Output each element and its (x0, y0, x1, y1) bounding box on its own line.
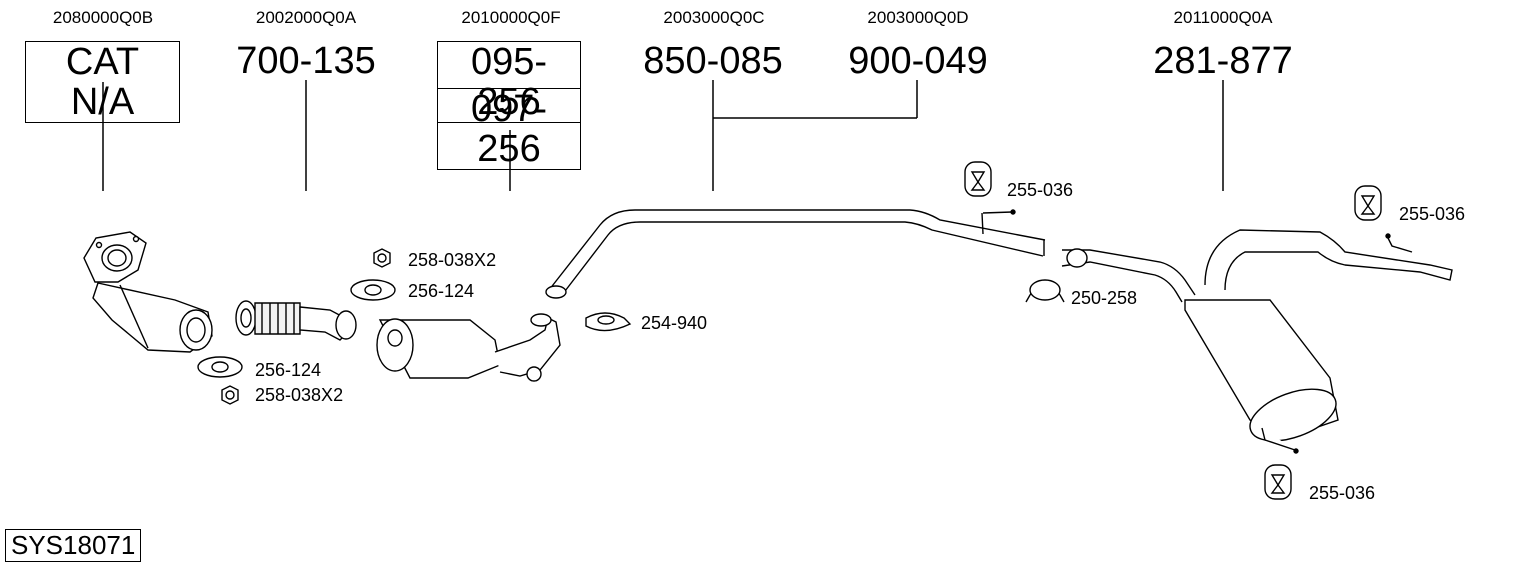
gasket-icon[interactable] (350, 279, 396, 301)
catalyst-part[interactable] (83, 231, 213, 353)
label-clamp-mid: 254-940 (641, 313, 708, 333)
system-id-badge: SYS18071 (5, 529, 142, 562)
clamp-icon[interactable] (585, 312, 632, 332)
hanger-icon[interactable] (1354, 185, 1382, 221)
part-number-catalyst[interactable]: CAT N/A (25, 41, 180, 123)
oe-number-rear-silencer: 2011000Q0A (1173, 8, 1273, 27)
middle-pipe-part[interactable] (545, 209, 1046, 299)
label-clamp-rear: 250-258 (1071, 288, 1138, 308)
label-hanger-mid: 255-036 (1007, 180, 1074, 200)
label-nut-front-bottom: 258-038X2 (255, 385, 344, 405)
label-hanger-rear-top: 255-036 (1399, 204, 1466, 224)
oe-number-catalyst: 2080000Q0B (52, 8, 154, 27)
front-pipe-part[interactable] (235, 300, 357, 341)
front-silencer-part[interactable] (376, 313, 561, 382)
label-gasket-front-top: 256-124 (408, 281, 475, 301)
part-number-front-silencer-alt[interactable]: 097-256 (437, 88, 581, 170)
part-number-middle-pipe[interactable]: 850-085 (643, 40, 783, 82)
oe-number-front-silencer: 2010000Q0F (461, 8, 561, 27)
oe-number-middle-pipe: 2003000Q0C (663, 8, 765, 27)
hanger-icon[interactable] (964, 161, 992, 197)
clamp-icon[interactable] (1025, 279, 1065, 303)
label-gasket-front-bottom: 256-124 (255, 360, 322, 380)
oe-number-middle-pipe-alt: 2003000Q0D (867, 8, 969, 27)
rear-silencer-part[interactable] (1061, 229, 1453, 454)
nut-icon[interactable] (373, 248, 391, 268)
label-hanger-rear-bottom: 255-036 (1309, 483, 1376, 503)
hanger-icon[interactable] (1264, 464, 1292, 500)
nut-icon[interactable] (221, 385, 239, 405)
gasket-icon[interactable] (197, 356, 243, 378)
oe-number-front-pipe: 2002000Q0A (255, 8, 357, 27)
label-nut-front-top: 258-038X2 (408, 250, 497, 270)
part-number-rear-silencer[interactable]: 281-877 (1153, 40, 1293, 82)
part-number-front-pipe[interactable]: 700-135 (236, 40, 376, 82)
part-number-middle-pipe-alt[interactable]: 900-049 (848, 40, 988, 82)
